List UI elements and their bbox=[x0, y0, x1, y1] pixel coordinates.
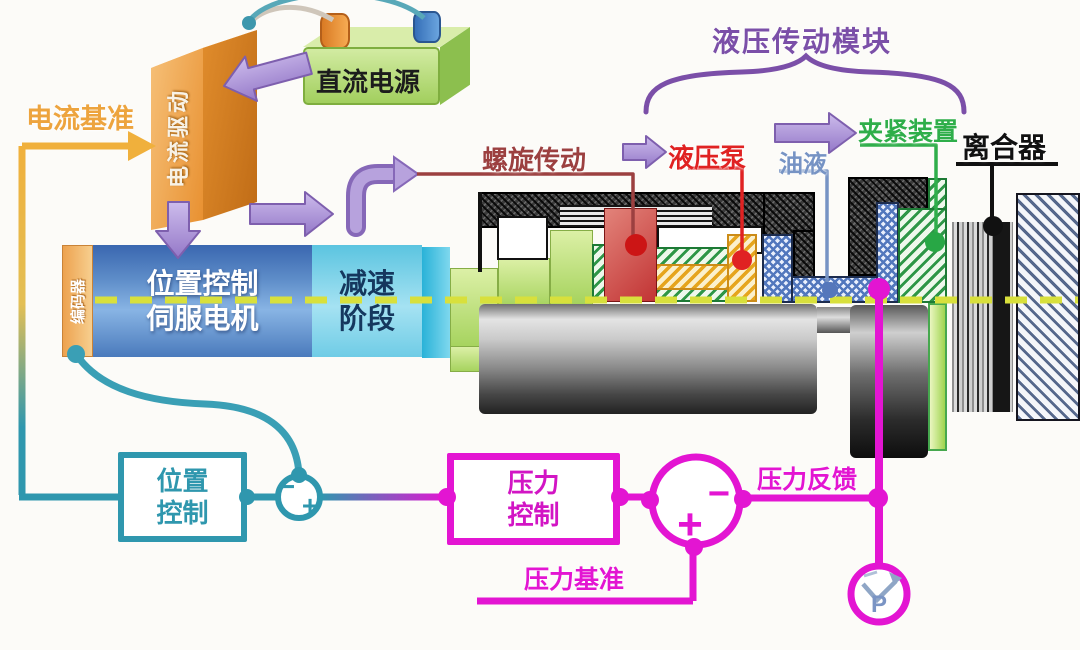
shaft-connector bbox=[817, 307, 852, 333]
pressure-feedback-label: 压力反馈 bbox=[757, 466, 858, 494]
reduction-label-line1: 减速 bbox=[338, 268, 395, 299]
feedback-branch-dot bbox=[868, 488, 888, 508]
arrow-to-pump bbox=[622, 135, 667, 169]
flow-arrows bbox=[155, 51, 857, 259]
clamp-dot bbox=[925, 232, 945, 252]
encoder-tap-dot bbox=[67, 345, 85, 363]
wire-connection-dot bbox=[242, 16, 256, 30]
current-reference-label: 电流基准 bbox=[26, 104, 134, 134]
oil-leader bbox=[779, 169, 829, 282]
fluid-riser bbox=[876, 202, 899, 303]
battery-wire-negative bbox=[248, 0, 426, 22]
screw-drive-label: 螺旋传动 bbox=[482, 145, 587, 175]
master-piston-fluid bbox=[762, 234, 793, 303]
clutch-label: 离合器 bbox=[962, 132, 1047, 163]
arrow-motor-power-flow bbox=[249, 191, 334, 237]
pressure-junction-plus: + bbox=[677, 500, 703, 549]
clamping-device-label: 夹紧装置 bbox=[858, 118, 959, 146]
gauge-needle bbox=[861, 579, 898, 604]
housing-left-wall bbox=[478, 192, 482, 272]
screw-drive-leader bbox=[417, 172, 635, 240]
arrow-driver-to-motor bbox=[155, 201, 201, 259]
gauge-needle-arrowhead bbox=[889, 572, 902, 585]
screw-drive-dot bbox=[625, 234, 647, 256]
pressure-sensor-letter: P bbox=[870, 591, 888, 618]
screw-shaft-web bbox=[655, 264, 732, 290]
hydraulic-module-label: 液压传动模块 bbox=[712, 26, 893, 57]
pressure-box-input-dot bbox=[438, 488, 456, 506]
servo-motor-label-line1: 位置控制 bbox=[146, 268, 259, 299]
clutch-pressure-plate-dark bbox=[993, 222, 1010, 412]
servo-motor-label-line2: 伺服电机 bbox=[146, 303, 259, 334]
flywheel-hatched bbox=[1016, 193, 1080, 421]
dc-power-label: 直流电源 bbox=[316, 67, 421, 97]
position-control-box: 位置 控制 bbox=[118, 452, 247, 542]
pressure-reference-label: 压力基准 bbox=[524, 566, 625, 594]
current-driver-label-wrap: 电流驱动 bbox=[151, 52, 203, 224]
encoder-feedback-curve bbox=[73, 351, 303, 475]
position-junction-minus: − bbox=[278, 471, 296, 502]
clamp-plate-green bbox=[928, 303, 947, 451]
pressure-junction-left-dot bbox=[641, 491, 659, 509]
pressure-tap-dot bbox=[868, 278, 890, 300]
position-junction-plus: + bbox=[301, 490, 319, 521]
oil-dot bbox=[822, 282, 838, 298]
current-driver-side-face bbox=[203, 30, 257, 220]
clamp-piston-main bbox=[898, 208, 947, 303]
bearing-cavity-left bbox=[497, 216, 548, 260]
clutch-leader bbox=[956, 162, 1058, 220]
pump-leader bbox=[688, 166, 744, 252]
battery-wire-positive bbox=[249, 4, 335, 24]
clamp-leader bbox=[860, 143, 938, 235]
screw-shaft-flange bbox=[727, 234, 757, 302]
hydraulic-module-brace bbox=[643, 52, 967, 115]
pump-label: 液压泵 bbox=[668, 143, 747, 173]
pressure-junction-right-dot bbox=[734, 490, 752, 508]
gauge-scale-mark bbox=[863, 570, 878, 578]
pressure-junction-minus: − bbox=[707, 473, 731, 515]
arrow-to-clamp bbox=[774, 112, 857, 154]
current-driver-front-face bbox=[151, 48, 203, 230]
battery-terminal-negative bbox=[413, 11, 441, 43]
oil-label: 油液 bbox=[779, 151, 827, 178]
current-reference-line bbox=[18, 131, 156, 501]
reduction-label-line2: 阶段 bbox=[338, 303, 395, 334]
gear-block-3 bbox=[550, 230, 593, 305]
arrow-elbow-to-screw bbox=[346, 155, 420, 237]
current-reference-arrowhead bbox=[128, 131, 156, 161]
position-control-label-line1: 位置 bbox=[156, 466, 209, 496]
release-cylinder bbox=[850, 305, 928, 458]
main-shaft-cylinder bbox=[479, 304, 817, 414]
pump-dot bbox=[732, 250, 752, 270]
pressure-control-label-line2: 控制 bbox=[507, 500, 560, 530]
position-junction-top-dot bbox=[291, 467, 307, 483]
pressure-junction-bottom-dot bbox=[685, 538, 703, 556]
reduction-stage-box: 减速 阶段 bbox=[312, 245, 422, 357]
position-control-label-line2: 控制 bbox=[156, 498, 209, 528]
clutch-dot bbox=[983, 216, 1003, 236]
pressure-control-label-line1: 压力 bbox=[507, 468, 560, 498]
arrow-battery-to-driver bbox=[223, 51, 313, 102]
pump-body-red bbox=[604, 208, 657, 302]
current-driver-label: 电流驱动 bbox=[166, 87, 192, 189]
battery-wires bbox=[242, 0, 426, 30]
